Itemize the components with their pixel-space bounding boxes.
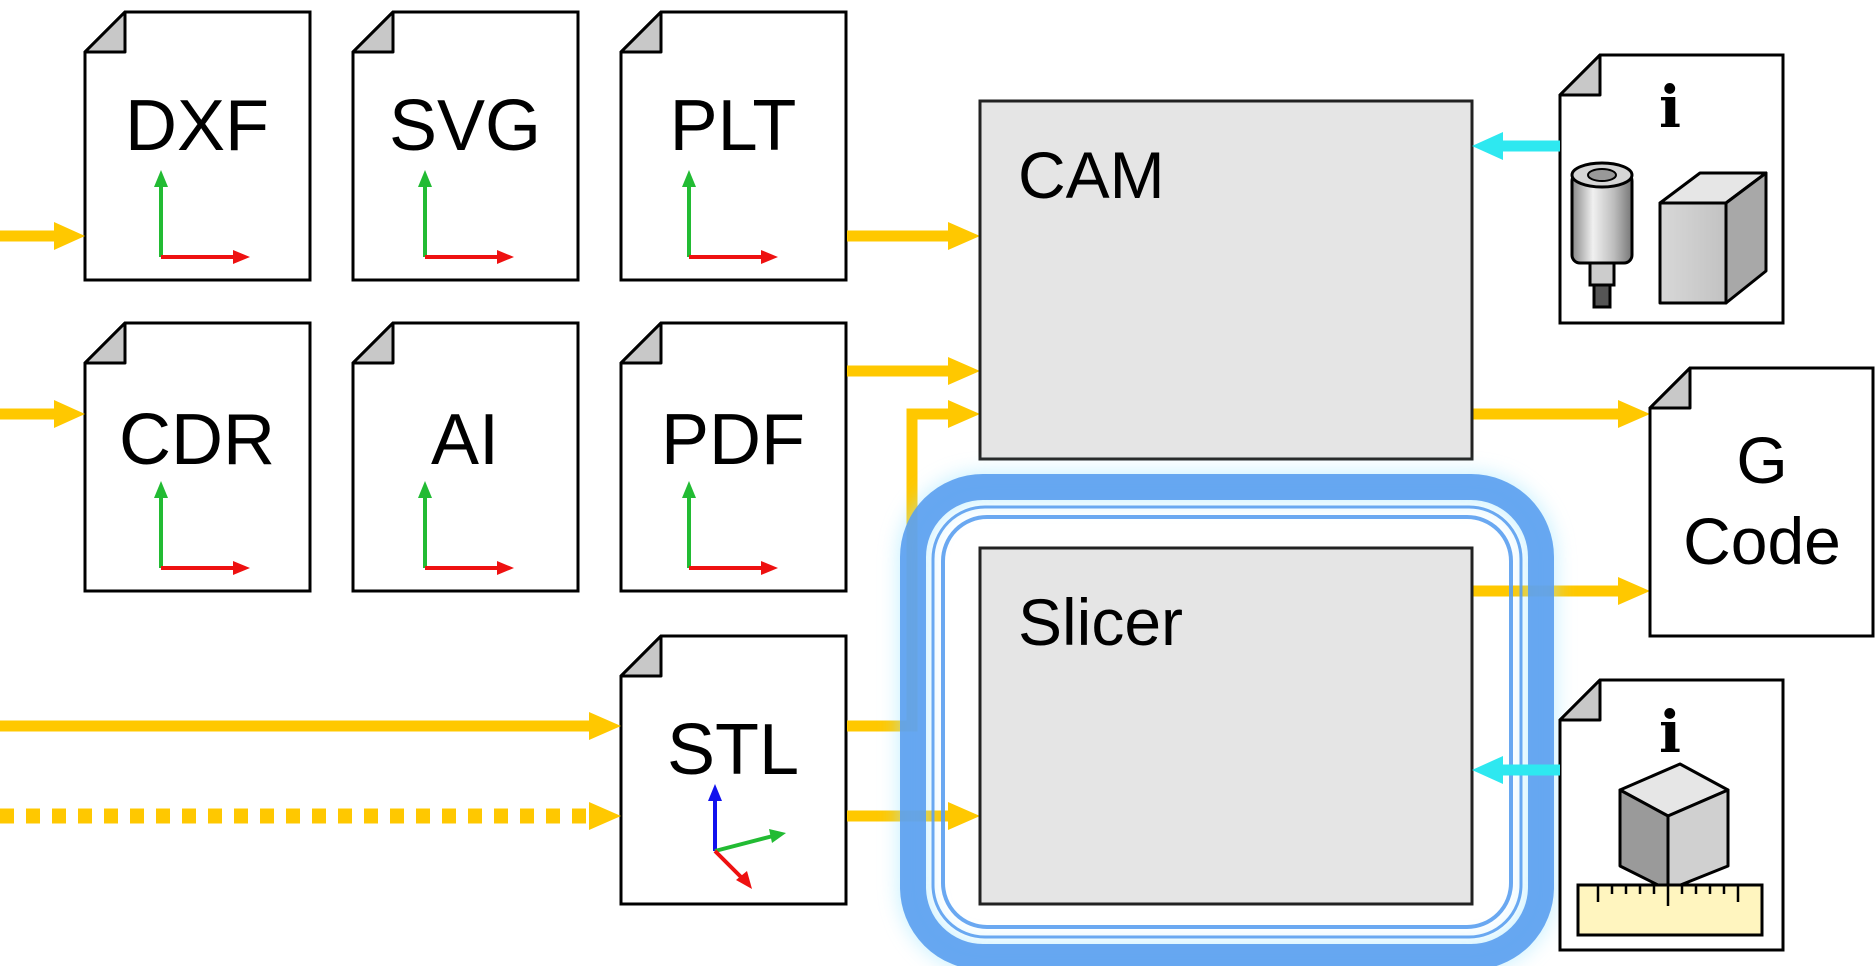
file-plt-label: PLT <box>670 86 797 166</box>
info-icon: i <box>1659 73 1681 141</box>
file-stl-label: STL <box>667 710 799 790</box>
file-gcode: G Code <box>1648 366 1875 638</box>
arrow-into-cdr <box>0 400 85 428</box>
cam-label: CAM <box>1018 138 1165 212</box>
arrow-into-dxf <box>0 222 85 250</box>
info-icon: i <box>1659 698 1681 766</box>
arrow-slicer-to-gcode <box>1472 577 1650 605</box>
file-dxf-label: DXF <box>125 86 269 166</box>
arrow-pdf-to-cam <box>847 357 980 385</box>
cube-icon <box>1658 171 1768 305</box>
file-cdr-label: CDR <box>119 400 275 480</box>
file-stl: STL <box>619 634 848 906</box>
endmill-tool-icon <box>1570 161 1634 309</box>
cube-icon <box>1618 762 1730 892</box>
axis-2d-icon <box>154 481 250 575</box>
axis-2d-icon <box>418 481 514 575</box>
slicer-highlight <box>899 473 1555 966</box>
info-arrows <box>1472 132 1560 784</box>
file-cdr: CDR <box>83 321 312 593</box>
file-ai: AI <box>351 321 580 593</box>
arrow-tool-info-to-cam <box>1472 132 1560 160</box>
slicer-label: Slicer <box>1018 585 1183 659</box>
arrow-printer-info-to-slicer <box>1472 756 1560 784</box>
arrow-cam-to-gcode <box>1472 400 1650 428</box>
gcode-label-line2: Code <box>1683 504 1841 578</box>
gcode-label-line1: G <box>1736 423 1787 497</box>
file-pdf: PDF <box>619 321 848 593</box>
slicer-box: Slicer <box>978 546 1474 906</box>
file-ai-label: AI <box>431 400 499 480</box>
arrow-into-stl <box>0 712 621 740</box>
printer-info-doc: i <box>1558 678 1785 952</box>
file-plt: PLT <box>619 10 848 282</box>
axis-3d-icon <box>708 784 786 889</box>
cam-box: CAM <box>978 99 1474 461</box>
arrow-into-stl-dotted <box>0 802 621 830</box>
arrow-plt-to-cam <box>847 222 980 250</box>
axis-2d-icon <box>154 170 250 264</box>
ruler-icon <box>1576 883 1764 937</box>
axis-2d-icon <box>682 170 778 264</box>
axis-2d-icon <box>682 481 778 575</box>
axis-2d-icon <box>418 170 514 264</box>
tool-info-doc: i <box>1558 53 1785 325</box>
file-pdf-label: PDF <box>661 400 805 480</box>
file-dxf: DXF <box>83 10 312 282</box>
file-svg-label: SVG <box>389 86 541 166</box>
file-svg: SVG <box>351 10 580 282</box>
